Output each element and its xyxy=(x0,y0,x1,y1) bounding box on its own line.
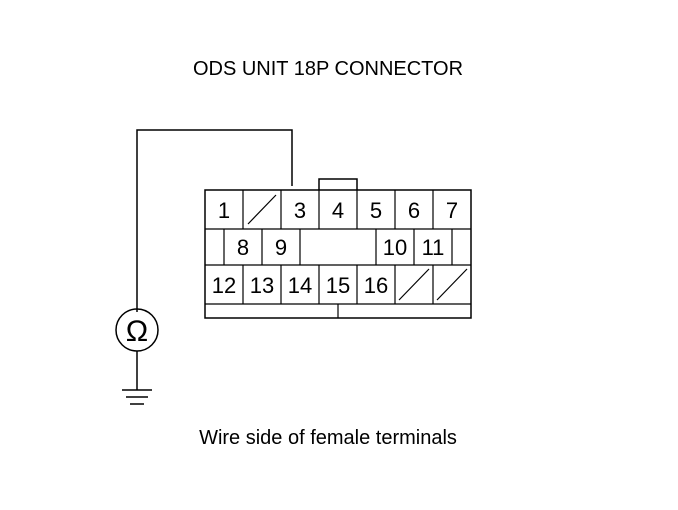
terminal-label: 11 xyxy=(422,235,445,260)
terminal-label: 14 xyxy=(288,273,312,298)
terminal-label: 13 xyxy=(250,273,274,298)
probe-wire xyxy=(136,129,293,312)
ohmmeter-icon: Ω xyxy=(115,308,159,352)
terminal-label: 16 xyxy=(364,273,388,298)
connector-housing xyxy=(204,178,472,319)
terminal-label: 6 xyxy=(408,198,420,223)
terminal-label: 4 xyxy=(332,198,344,223)
terminal-label: 1 xyxy=(218,198,230,223)
terminal-label: 15 xyxy=(326,273,350,298)
ohmmeter-symbol: Ω xyxy=(126,315,148,348)
terminal-label: 12 xyxy=(212,273,236,298)
terminal-label: 8 xyxy=(237,235,249,260)
terminal-label-probed: 3 xyxy=(294,198,306,223)
diagram-title: ODS UNIT 18P CONNECTOR xyxy=(193,58,463,80)
terminal-label: 7 xyxy=(446,198,458,223)
terminal-label: 9 xyxy=(275,235,287,260)
terminal-label: 5 xyxy=(370,198,382,223)
ground-icon xyxy=(122,351,152,405)
diagram-caption: Wire side of female terminals xyxy=(199,427,457,449)
terminal-label: 10 xyxy=(383,235,407,260)
